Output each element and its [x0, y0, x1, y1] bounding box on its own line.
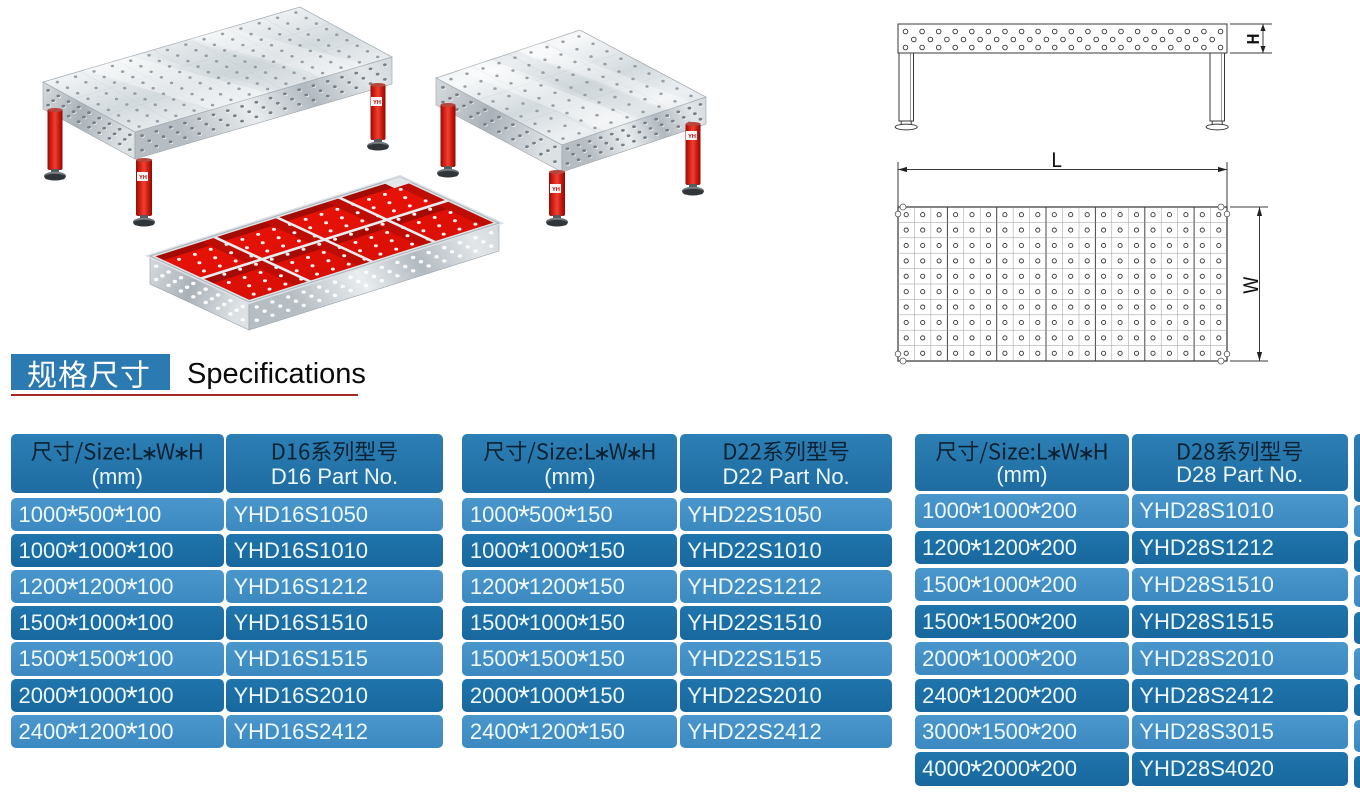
svg-text:YH: YH: [139, 175, 147, 181]
svg-text:YH: YH: [688, 134, 696, 140]
svg-text:YH: YH: [373, 100, 381, 106]
svg-text:YH: YH: [552, 187, 560, 193]
